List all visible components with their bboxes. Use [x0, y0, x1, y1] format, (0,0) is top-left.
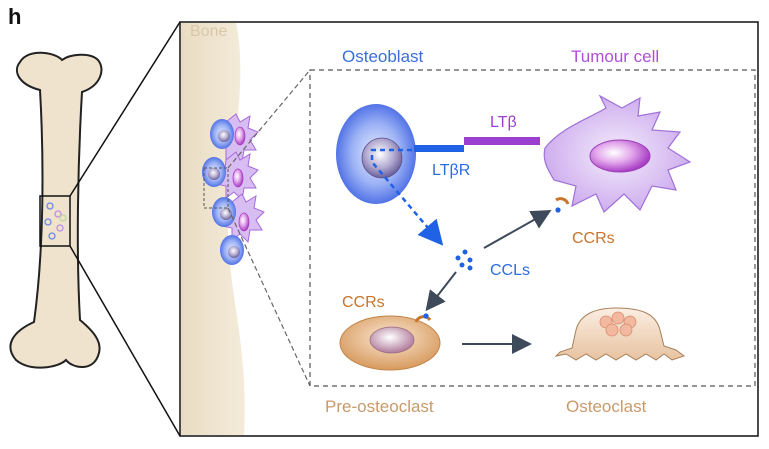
ccl-chemokines	[455, 249, 473, 271]
osteoblast-cell	[336, 104, 416, 204]
panel-letter: h	[8, 4, 22, 29]
ccr-receptor-tumour	[555, 197, 570, 213]
main-panel	[179, 21, 759, 437]
pre-osteoclast-cell	[339, 315, 441, 371]
femur-bone	[9, 51, 103, 369]
mini-cells	[44, 202, 67, 240]
ccr-receptor-preosteoclast	[414, 313, 432, 323]
osteoclast-cell	[554, 307, 686, 361]
ltb-ligand	[464, 137, 540, 145]
bone-label: Bone	[190, 23, 228, 40]
osteoblast-label: Osteoblast	[342, 47, 424, 66]
pre-osteoclast-label: Pre-osteoclast	[325, 397, 434, 416]
arrow-to-tumour	[483, 210, 552, 249]
inner-zoom-line-top	[227, 69, 311, 169]
zoom-box	[39, 195, 71, 247]
tumour-cell-label: Tumour cell	[571, 47, 660, 66]
zoom-line-bottom	[69, 245, 181, 437]
ltbr-label: LTβR	[432, 162, 471, 179]
inner-zoom-box	[203, 167, 229, 209]
ltbr-receptor	[414, 145, 464, 152]
cluster-osteoblasts	[202, 119, 244, 265]
osteoclast-nuclei	[599, 311, 637, 337]
ltb-label: LTβ	[490, 114, 517, 131]
ccrs-preosteoclast-label: CCRs	[342, 294, 385, 311]
ccrs-tumour-label: CCRs	[572, 230, 615, 247]
osteoclast-label: Osteoclast	[566, 397, 647, 416]
tumour-cell	[543, 94, 692, 213]
ccls-label: CCLs	[490, 262, 531, 279]
zoom-line-top	[69, 21, 181, 197]
arrow-to-preosteoclast	[425, 271, 457, 312]
cell-cluster	[202, 113, 265, 265]
detail-box	[309, 69, 756, 387]
inner-zoom-line-bottom	[227, 207, 311, 387]
ccl-secretion-arrow	[370, 148, 444, 246]
